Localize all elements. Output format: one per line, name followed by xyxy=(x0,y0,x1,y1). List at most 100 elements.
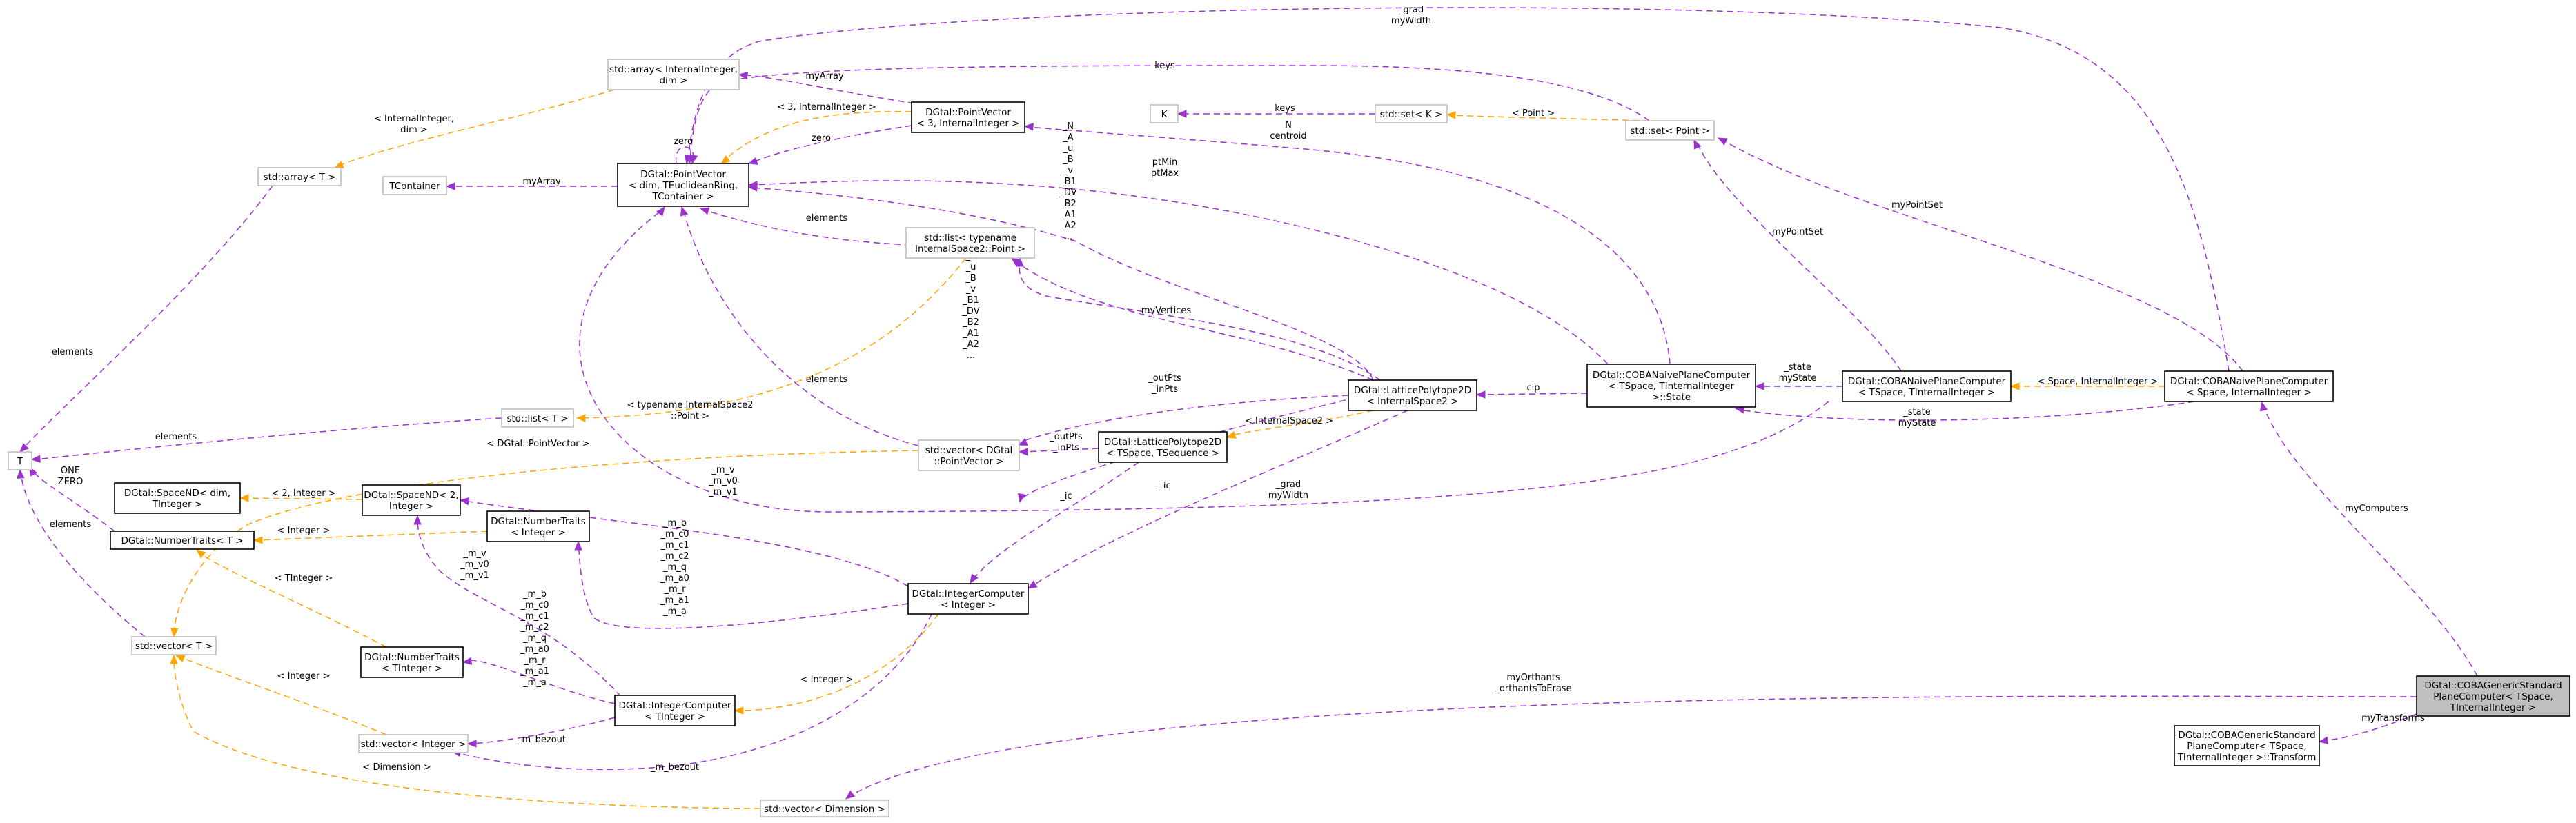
class-node-state[interactable]: DGtal::COBANaivePlaneComputer< TSpace, T… xyxy=(1586,364,1756,408)
class-node-vector-t[interactable]: std::vector< T > xyxy=(131,636,217,655)
edge-elements-list-t-line xyxy=(35,417,502,460)
edge-point-set-line xyxy=(1450,115,1650,121)
edge-tinteger-vec-line xyxy=(179,656,387,735)
class-node-vecdim[interactable]: std::vector< Dimension > xyxy=(760,800,889,817)
class-node-list-typename[interactable]: std::list< typenameInternalSpace2::Point… xyxy=(905,227,1035,259)
diagram-nodes: DGtal::COBAGenericStandardPlaneComputer<… xyxy=(8,59,2570,817)
class-node-tcontainer[interactable]: TContainer xyxy=(382,176,447,195)
edge-elements-list-t: elements xyxy=(30,417,502,463)
class-node-latpoly-is2[interactable]: DGtal::LatticePolytope2D< InternalSpace2… xyxy=(1348,379,1477,411)
edge-label: _A2 xyxy=(962,339,979,350)
edge-label: myVertices xyxy=(1141,306,1191,316)
edge-2-integer-line xyxy=(243,497,363,500)
class-node-box xyxy=(8,451,32,470)
class-node-intcomp-int[interactable]: DGtal::IntegerComputer< Integer > xyxy=(907,583,1029,615)
class-node-latpoly-ts[interactable]: DGtal::LatticePolytope2D< TSpace, TSeque… xyxy=(1098,431,1228,463)
class-node-label: DGtal::LatticePolytope2D xyxy=(1104,437,1221,448)
class-node-pv3[interactable]: DGtal::PointVector< 3, InternalInteger > xyxy=(911,101,1025,133)
class-node-box xyxy=(360,646,464,678)
edge-mycomputers-arrowhead xyxy=(2259,401,2268,412)
edge-zero-self-arrowhead xyxy=(690,154,698,165)
edge-label: ptMax xyxy=(1151,168,1179,179)
class-node-label: DGtal::PointVector xyxy=(640,169,726,180)
class-node-focus[interactable]: DGtal::COBAGenericStandardPlaneComputer<… xyxy=(2416,675,2570,717)
class-node-transform[interactable]: DGtal::COBAGenericStandardPlaneComputer<… xyxy=(2174,725,2320,766)
class-node-array-internal[interactable]: std::array< InternalInteger,dim > xyxy=(607,59,740,90)
edge-label: _m_v xyxy=(462,548,486,559)
edge-elements-vec-t-arrowhead xyxy=(17,468,25,479)
edge-myvertices-line xyxy=(1019,260,1381,381)
class-node-numtraits-tint[interactable]: DGtal::NumberTraits< TInteger > xyxy=(360,646,464,678)
class-node-array-t[interactable]: std::array< T > xyxy=(257,167,342,186)
class-node-label: < dim, TEuclideanRing, xyxy=(629,180,738,191)
class-node-box xyxy=(617,163,749,207)
edge-label: _m_r xyxy=(663,584,686,595)
class-node-numtraits-t[interactable]: DGtal::NumberTraits< T > xyxy=(110,531,255,550)
edge-ic-1: _ic xyxy=(970,462,1139,584)
class-node-box xyxy=(1625,120,1715,141)
edge-integer-ic-arrowhead xyxy=(734,706,744,715)
edge-label: zero xyxy=(812,133,831,143)
class-node-box xyxy=(907,583,1029,615)
edge-pv3-3internal: < 3, InternalInteger > xyxy=(720,102,912,164)
edge-myorthants-arrowhead xyxy=(845,790,856,800)
edge-label: zero xyxy=(674,137,693,147)
edge-label: _B xyxy=(965,273,976,284)
class-node-label: T xyxy=(17,456,23,467)
class-node-k[interactable]: K xyxy=(1150,104,1179,123)
edge-label: _ic xyxy=(1059,491,1072,502)
class-node-label: InternalSpace2::Point > xyxy=(915,244,1025,255)
edge-label: myComputers xyxy=(2345,504,2408,514)
class-node-pointvector[interactable]: DGtal::PointVector< dim, TEuclideanRing,… xyxy=(617,163,749,207)
edge-label: _m_v0 xyxy=(460,559,489,570)
class-node-label: PlaneComputer< TSpace, xyxy=(2187,741,2306,752)
class-node-box xyxy=(614,695,736,726)
edge-ic-2-line xyxy=(1031,410,1408,587)
edge-label: < Point > xyxy=(1512,108,1555,119)
class-node-intcomp-tint[interactable]: DGtal::IntegerComputer< TInteger > xyxy=(614,695,736,726)
edge-cip-arrowhead xyxy=(1475,390,1486,399)
edge-cip-line xyxy=(1479,393,1588,395)
class-node-label: DGtal::COBANaivePlaneComputer xyxy=(2170,376,2328,387)
edge-state-mystate-arrowhead xyxy=(1754,382,1764,390)
edge-pv3-3internal-arrowhead xyxy=(720,155,731,164)
edge-ic-2-arrowhead xyxy=(1027,580,1038,589)
class-node-set-k[interactable]: std::set< K > xyxy=(1375,104,1448,123)
class-node-label: TContainer xyxy=(389,181,440,192)
class-node-spacend-2[interactable]: DGtal::SpaceND< 2,Integer > xyxy=(362,484,461,516)
class-node-spacend-dim[interactable]: DGtal::SpaceND< dim,TInteger > xyxy=(114,482,241,514)
class-node-vector-int[interactable]: std::vector< Integer > xyxy=(358,734,469,753)
class-node-label: std::set< Point > xyxy=(1630,126,1709,137)
class-node-numtraits-int[interactable]: DGtal::NumberTraits< Integer > xyxy=(486,510,590,542)
edge-dgtal-pv: < DGtal::PointVector > xyxy=(170,439,919,638)
class-node-coba-naive[interactable]: DGtal::COBANaivePlaneComputer< Space, In… xyxy=(2164,370,2334,402)
edge-m-bezout-2: _m_bezout xyxy=(451,613,932,773)
class-node-box xyxy=(1586,364,1756,408)
class-node-label: TInternalInteger > xyxy=(2450,702,2536,713)
class-node-coba-tspace[interactable]: DGtal::COBANaivePlaneComputer< TSpace, T… xyxy=(1842,370,2012,402)
edge-label: _m_c0 xyxy=(660,529,689,539)
class-node-box xyxy=(1842,370,2012,402)
class-node-label: < TSpace, TInternalInteger xyxy=(1609,381,1735,392)
class-node-set-point[interactable]: std::set< Point > xyxy=(1625,120,1715,141)
edge-label: _B1 xyxy=(1059,177,1076,187)
edge-elements-vec-arrowhead xyxy=(680,206,688,217)
edge-label: _m_a1 xyxy=(520,666,549,677)
edge-label: < DGtal::PointVector > xyxy=(486,439,589,449)
class-node-list-t[interactable]: std::list< T > xyxy=(501,408,574,428)
edge-label: _m_v1 xyxy=(708,487,738,497)
edge-myorthants: myOrthants_orthantsToErase xyxy=(845,673,2417,800)
class-node-label: < InternalSpace2 > xyxy=(1367,396,1459,407)
edge-2-integer-arrowhead xyxy=(239,494,249,502)
edge-tcontainer-myarray: myArray xyxy=(445,177,618,190)
edge-label: keys xyxy=(1154,61,1175,71)
edge-outpts-1: _outPts_inPts xyxy=(1017,373,1349,446)
class-node-box xyxy=(2174,725,2320,766)
edge-label: _DV xyxy=(1059,188,1076,198)
class-node-vec-dgtal-pv[interactable]: std::vector< DGtal::PointVector > xyxy=(918,439,1020,471)
edge-typename-is2-arrowhead xyxy=(576,414,586,422)
edge-label: _m_v xyxy=(711,465,735,475)
class-node-label: < TSpace, TInternalInteger > xyxy=(1858,387,1995,398)
edge-elements-array-t: elements xyxy=(19,185,273,453)
class-node-t[interactable]: T xyxy=(8,451,32,470)
